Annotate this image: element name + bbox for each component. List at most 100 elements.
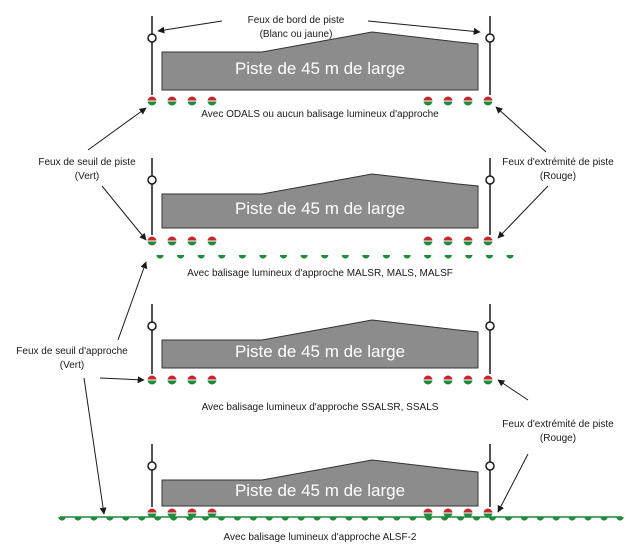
threshold-end-light bbox=[147, 236, 157, 246]
approach-light bbox=[362, 255, 370, 259]
end-lights-label-2-line2: (Rouge) bbox=[540, 433, 576, 444]
approach-light bbox=[265, 517, 273, 521]
approach-light bbox=[382, 255, 391, 259]
threshold-end-light bbox=[483, 96, 493, 106]
approach-light bbox=[441, 517, 449, 521]
threshold-end-light bbox=[207, 508, 217, 518]
arrow-edge-left bbox=[157, 20, 223, 34]
threshold-end-light bbox=[483, 375, 493, 385]
panel-caption: Avec ODALS ou aucun balisage lumineux d'… bbox=[201, 109, 439, 120]
approach-light bbox=[58, 517, 66, 521]
edge-light bbox=[485, 321, 495, 331]
approach-light bbox=[185, 517, 194, 521]
threshold-end-light bbox=[443, 375, 453, 385]
approach-light bbox=[138, 517, 146, 521]
approach-light bbox=[218, 255, 226, 259]
approach-light bbox=[297, 517, 305, 521]
threshold-lights-label-line1: Feux de seuil de piste bbox=[38, 157, 136, 168]
approach-light bbox=[504, 517, 512, 521]
approach-light bbox=[156, 255, 164, 259]
threshold-end-light bbox=[443, 508, 453, 518]
approach-light bbox=[281, 517, 289, 521]
arrow-approach-3 bbox=[83, 377, 107, 515]
approach-threshold-label-line2: (Vert) bbox=[60, 360, 84, 371]
threshold-end-light bbox=[423, 375, 433, 385]
approach-light bbox=[488, 517, 497, 521]
threshold-end-light bbox=[167, 236, 177, 246]
approach-light bbox=[259, 255, 267, 259]
approach-light bbox=[568, 517, 576, 521]
threshold-end-light bbox=[423, 236, 433, 246]
panel-caption: Avec balisage lumineux d'approche MALSR,… bbox=[187, 268, 453, 279]
threshold-end-light bbox=[463, 96, 473, 106]
approach-light bbox=[377, 517, 385, 521]
arrow-approach-1 bbox=[117, 261, 148, 341]
approach-light bbox=[217, 517, 226, 521]
runway-surface bbox=[161, 31, 479, 91]
runway-label: Piste de 45 m de large bbox=[235, 342, 405, 361]
approach-light bbox=[106, 517, 114, 521]
runway-surface bbox=[161, 319, 479, 369]
arrow-edge-right bbox=[367, 20, 481, 35]
threshold-end-light bbox=[483, 236, 493, 246]
arrow-end-4 bbox=[497, 453, 529, 513]
runway-label: Piste de 45 m de large bbox=[235, 199, 405, 218]
approach-light bbox=[616, 517, 624, 521]
end-lights-label-2-line1: Feux d'extrémité de piste bbox=[502, 419, 614, 430]
panel-caption: Avec balisage lumineux d'approche SSALSR… bbox=[202, 402, 439, 413]
approach-light bbox=[233, 517, 241, 521]
approach-light bbox=[456, 517, 465, 521]
runway-label: Piste de 45 m de large bbox=[235, 59, 405, 78]
approach-light bbox=[300, 255, 308, 259]
arrows bbox=[83, 20, 549, 515]
edge-lights-label-line2: (Blanc ou jaune) bbox=[260, 29, 333, 40]
end-lights-label-1-line1: Feux d'extrémité de piste bbox=[502, 157, 614, 168]
panel-caption: Avec balisage lumineux d'approche ALSF-2 bbox=[224, 532, 417, 543]
approach-light bbox=[361, 517, 369, 521]
edge-light bbox=[485, 33, 495, 43]
arrow-threshold-1 bbox=[87, 107, 147, 151]
threshold-end-light bbox=[443, 96, 453, 106]
approach-light bbox=[424, 255, 432, 259]
threshold-end-light bbox=[207, 96, 217, 106]
approach-light bbox=[600, 517, 608, 521]
runway-surface bbox=[161, 173, 479, 229]
threshold-lights-label-line2: (Vert) bbox=[75, 171, 99, 182]
threshold-end-light bbox=[423, 96, 433, 106]
approach-light bbox=[520, 517, 528, 521]
approach-light bbox=[485, 255, 494, 259]
threshold-end-light bbox=[207, 375, 217, 385]
edge-light bbox=[485, 461, 495, 471]
approach-light bbox=[122, 517, 130, 521]
edge-light bbox=[485, 175, 495, 185]
threshold-end-light bbox=[187, 508, 197, 518]
runway-label: Piste de 45 m de large bbox=[235, 481, 405, 500]
approach-light bbox=[197, 255, 205, 259]
edge-lights-label-line1: Feux de bord de piste bbox=[248, 15, 345, 26]
arrow-threshold-2 bbox=[101, 185, 147, 241]
threshold-end-light bbox=[463, 508, 473, 518]
edge-light bbox=[147, 175, 157, 185]
threshold-end-light bbox=[167, 375, 177, 385]
arrow-end-1 bbox=[495, 106, 547, 153]
threshold-end-light bbox=[443, 236, 453, 246]
approach-light bbox=[170, 517, 178, 521]
threshold-end-light bbox=[483, 508, 493, 518]
approach-light bbox=[403, 255, 411, 259]
edge-light bbox=[147, 33, 157, 43]
runway-surface bbox=[161, 459, 479, 507]
approach-light bbox=[584, 517, 592, 521]
approach-light bbox=[90, 517, 98, 521]
threshold-end-light bbox=[187, 96, 197, 106]
approach-light bbox=[425, 517, 433, 521]
approach-light bbox=[345, 517, 353, 521]
edge-light bbox=[147, 321, 157, 331]
approach-light bbox=[536, 517, 544, 521]
